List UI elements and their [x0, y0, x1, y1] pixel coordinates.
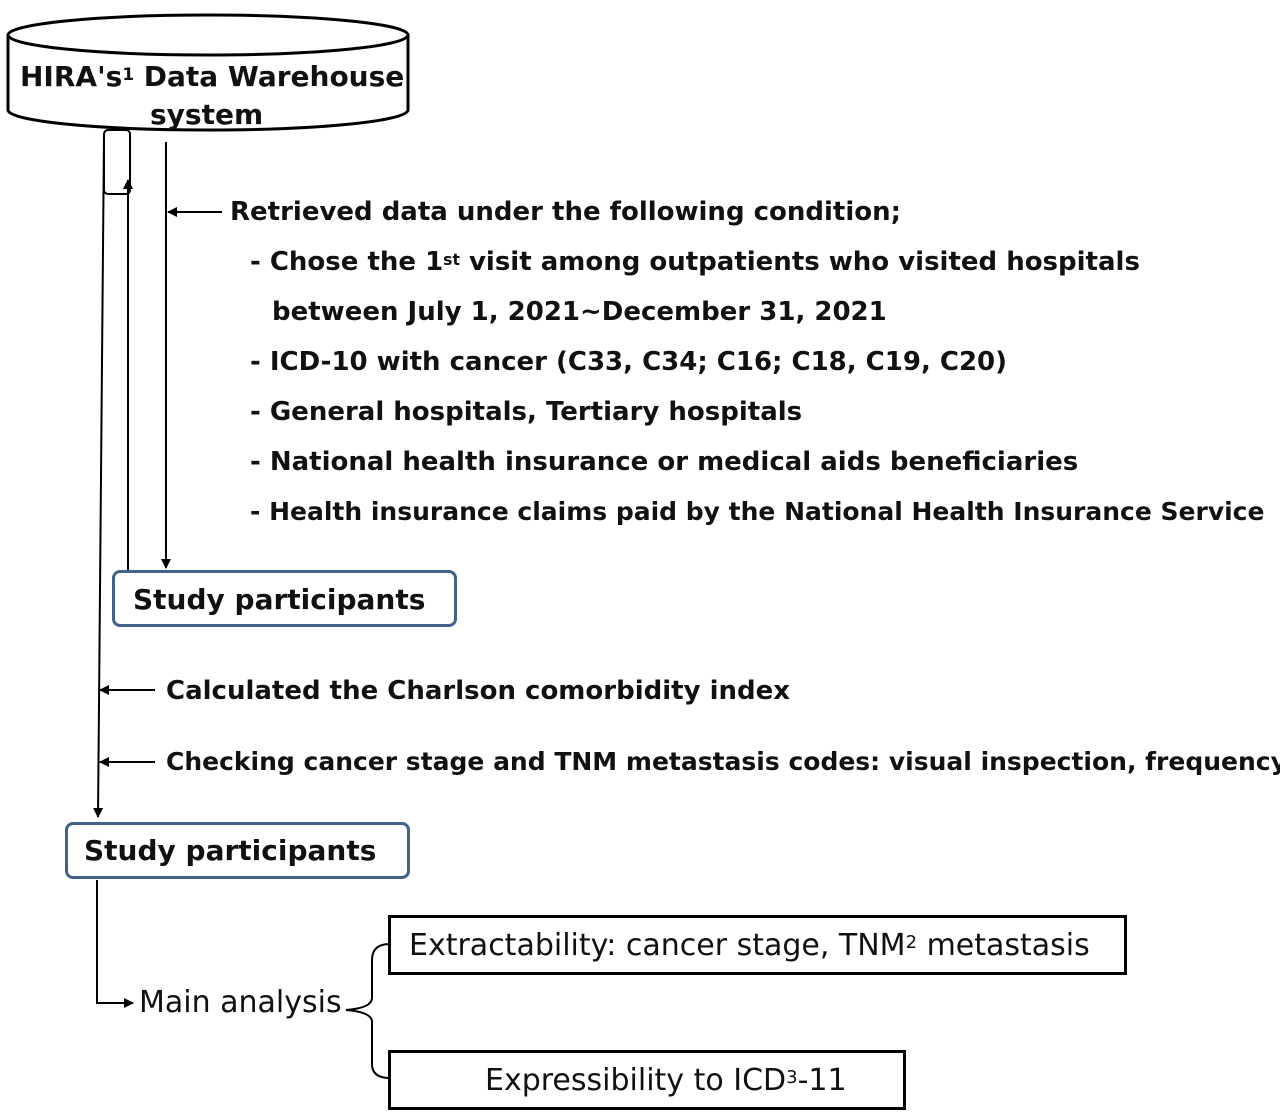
retrieve-item-1: - Chose the 1st visit among outpatients … [250, 246, 1140, 278]
charlson-step: Calculated the Charlson comorbidity inde… [166, 676, 790, 706]
extractability-pre: Extractability: cancer stage, TNM [409, 928, 906, 963]
retrieve-item-1-line2: between July 1, 2021~December 31, 2021 [272, 297, 887, 327]
expressibility-pre: Expressibility to ICD [485, 1063, 787, 1098]
warehouse-title: HIRA's1 Data Warehouse [20, 60, 404, 94]
retrieve-item-1-pre: - Chose the 1 [250, 247, 444, 277]
study-participants-box-1: Study participants [112, 570, 457, 627]
expressibility-post: -11 [797, 1063, 847, 1098]
retrieve-item-1-post: visit among outpatients who visited hosp… [459, 247, 1140, 277]
data-warehouse-cylinder [6, 13, 410, 132]
study-participants-label-2: Study participants [84, 834, 377, 867]
extractability-sup: 2 [905, 932, 918, 954]
main-flow-line [93, 134, 105, 818]
expressibility-box: Expressibility to ICD3-11 [388, 1050, 906, 1110]
retrieve-item-5: - Health insurance claims paid by the Na… [250, 497, 1265, 526]
extractability-box: Extractability: cancer stage, TNM2 metas… [388, 915, 1127, 975]
study-participants-box-2: Study participants [65, 822, 410, 879]
analysis-connector [96, 880, 134, 1008]
extractability-post: metastasis [917, 928, 1090, 963]
retrieve-item-1-sup: st [443, 250, 460, 269]
retrieve-item-4: - National health insurance or medical a… [250, 447, 1079, 477]
study-participants-label-1: Study participants [133, 583, 426, 616]
checking-step: Checking cancer stage and TNM metastasis… [166, 747, 1280, 776]
warehouse-title-suffix: Data Warehouse [134, 60, 405, 93]
connector-bar [103, 129, 131, 195]
expressibility-text: Expressibility to ICD3-11 [485, 1063, 847, 1099]
warehouse-title-sup: 1 [122, 64, 135, 85]
retrieve-item-2: - ICD-10 with cancer (C33, C34; C16; C18… [250, 347, 1008, 377]
expressibility-sup: 3 [786, 1067, 798, 1089]
retrieve-item-3: - General hospitals, Tertiary hospitals [250, 397, 803, 427]
warehouse-title-prefix: HIRA's [20, 60, 123, 93]
extractability-text: Extractability: cancer stage, TNM2 metas… [409, 928, 1090, 964]
main-analysis-label: Main analysis [139, 985, 342, 1020]
warehouse-title-line2: system [150, 98, 264, 131]
analysis-brace [345, 943, 391, 1079]
retrieve-heading: Retrieved data under the following condi… [230, 197, 902, 227]
